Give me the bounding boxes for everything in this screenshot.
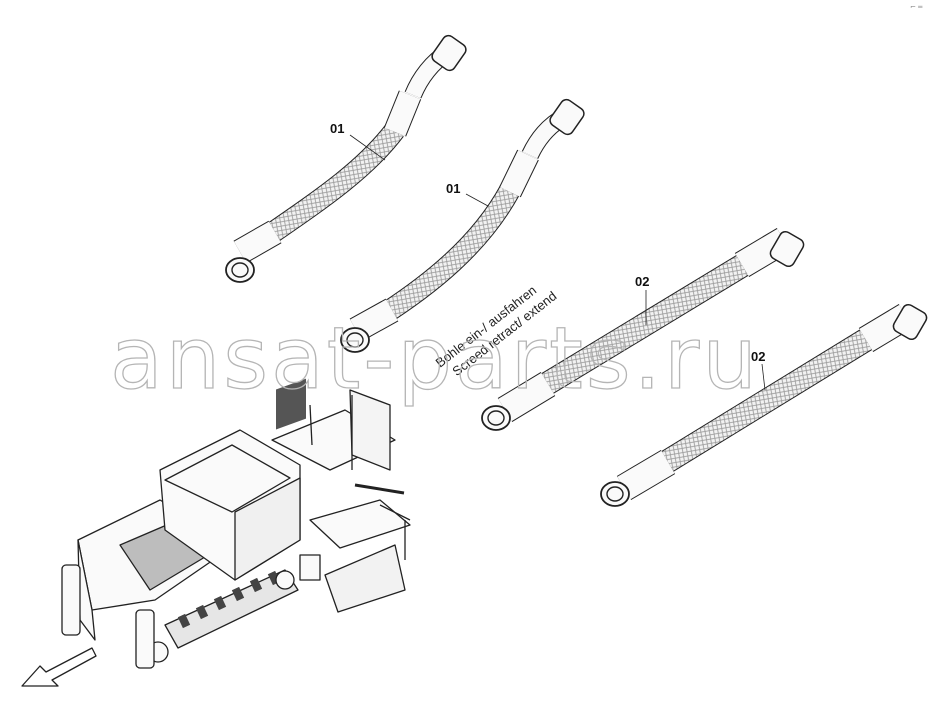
watermark-text: ansat-parts.ru: [110, 309, 760, 409]
label-hose-02-upper: 02: [635, 274, 649, 289]
label-hose-01-lower: 01: [446, 181, 460, 196]
label-hose-01-upper: 01: [330, 121, 344, 136]
hose-02-upper: [481, 227, 805, 431]
hose-01-lower: [340, 98, 585, 353]
label-hose-02-lower: 02: [751, 349, 765, 364]
leader-lines: [349, 134, 766, 391]
hose-02-lower: [600, 303, 928, 507]
corner-mark: ⌐ ═: [910, 3, 923, 11]
paver-machine-illustration: [21, 378, 411, 687]
hose-01-upper: [225, 34, 467, 283]
